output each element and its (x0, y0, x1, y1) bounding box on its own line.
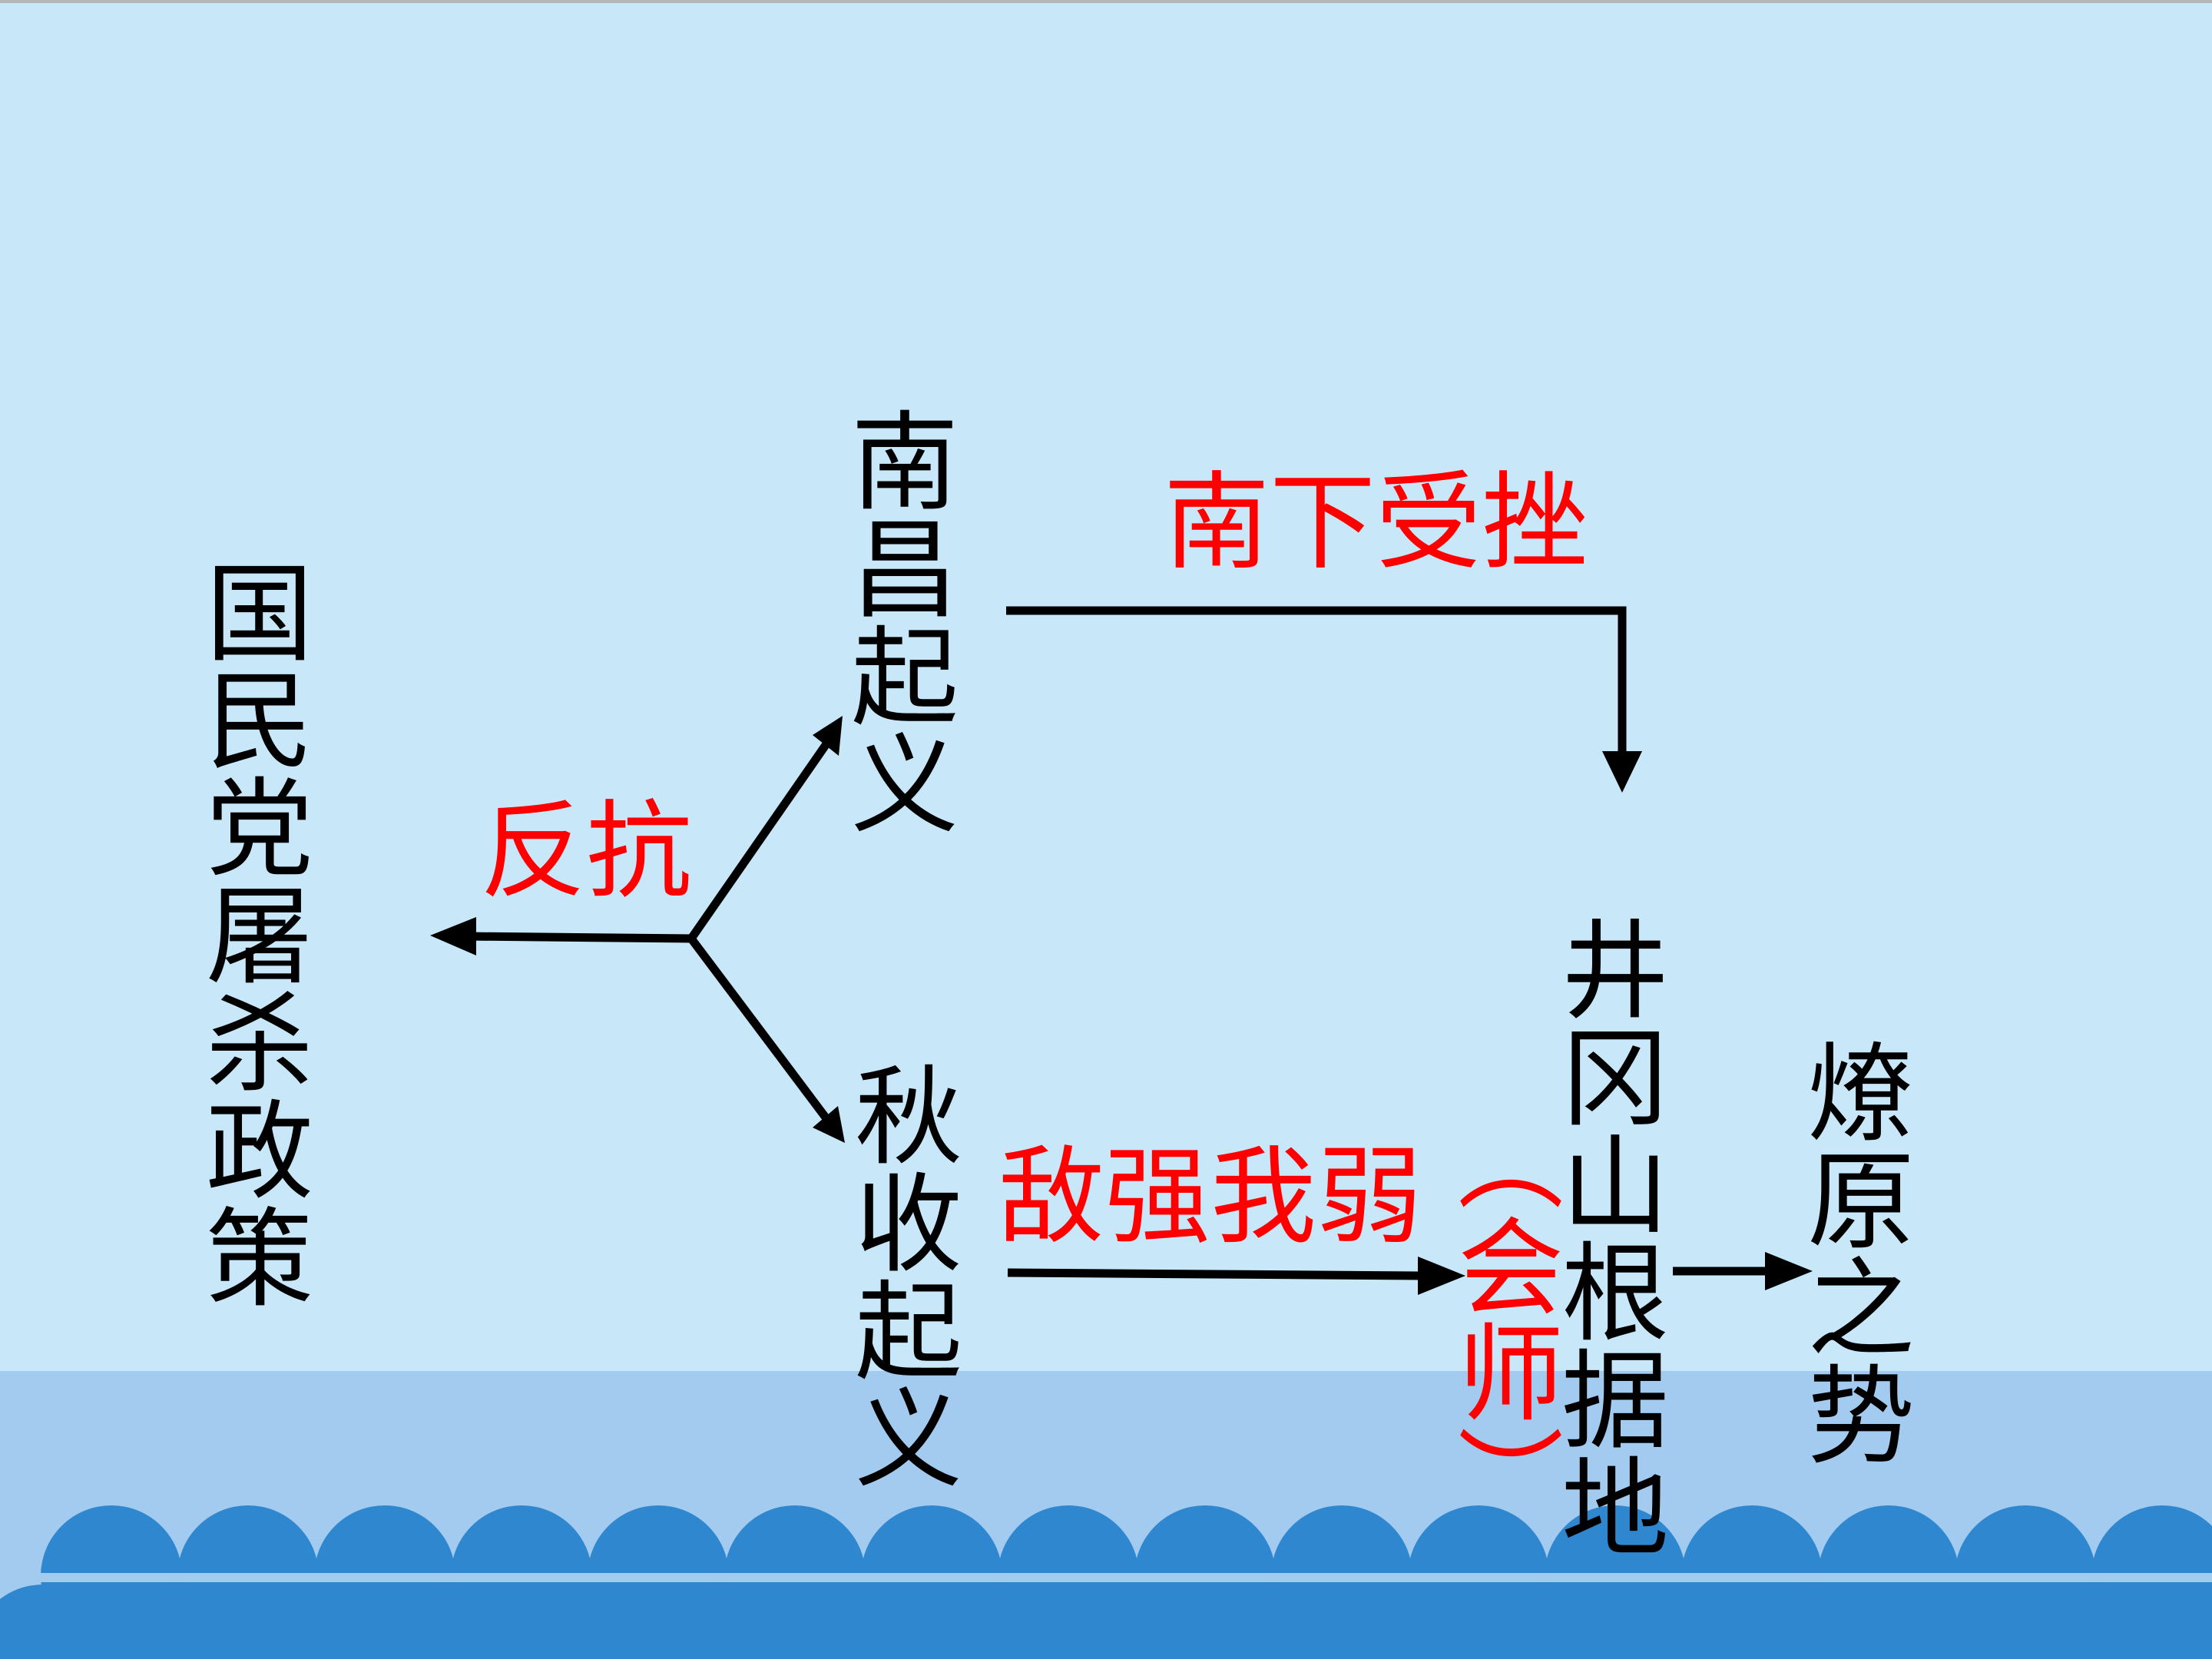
wave-scale (1203, 1584, 1344, 1659)
wave-scale (2023, 1584, 2164, 1659)
label-meeting: （会师） (1439, 1106, 1563, 1530)
arrow-south-setback-line (1006, 606, 1627, 768)
label-enemy-strong: 敌强我弱 (998, 1135, 1423, 1259)
wave-scale (0, 1584, 114, 1659)
arrowheads (430, 716, 1813, 1295)
wave-pattern (0, 1505, 2212, 1659)
arrow-enemy-strong-line (1007, 1268, 1422, 1280)
wave-scale (793, 1584, 934, 1659)
label-resist: 反抗 (480, 790, 693, 913)
wave-scale (656, 1584, 797, 1659)
node-jinggangshan-base: 井冈山根据地 (1543, 914, 1668, 1559)
node-kmt-massacre: 国民党屠杀政策 (187, 557, 313, 1310)
wave-scale (109, 1584, 250, 1659)
wave-scale (1886, 1584, 2028, 1659)
wave-scale (1750, 1584, 1891, 1659)
arrowhead-left (430, 917, 476, 955)
arrow-to-nanchang-line (687, 742, 830, 942)
arrowhead-down (1602, 751, 1642, 793)
arrow-resist-line (464, 932, 692, 943)
node-prairie-fire: 燎原之势 (1789, 1037, 1914, 1467)
wave-scale (1476, 1584, 1618, 1659)
arrowhead-autumn (813, 1106, 845, 1143)
wave-scale (1613, 1584, 1754, 1659)
wave-scale (519, 1584, 661, 1659)
wave-scale (1339, 1584, 1481, 1659)
wave-scale (929, 1584, 1071, 1659)
wave-scale (246, 1584, 387, 1659)
arrowhead-right-meeting (1418, 1257, 1465, 1295)
arrow-to-autumn-line (687, 935, 830, 1121)
node-nanchang-uprising: 南昌起义 (833, 406, 958, 836)
arrows (464, 606, 1767, 1280)
node-autumn-harvest-uprising: 秋收起义 (836, 1060, 962, 1490)
wave-scale (382, 1584, 524, 1659)
arrowhead-nanchang (813, 716, 843, 756)
wave-separator (0, 1573, 2212, 1582)
label-south-setback: 南下受挫 (1164, 461, 1588, 584)
wave-scale (1066, 1584, 1207, 1659)
top-border-line (0, 0, 2212, 3)
wave-scale (2160, 1587, 2212, 1659)
arrowhead-right-prairie (1765, 1252, 1813, 1290)
